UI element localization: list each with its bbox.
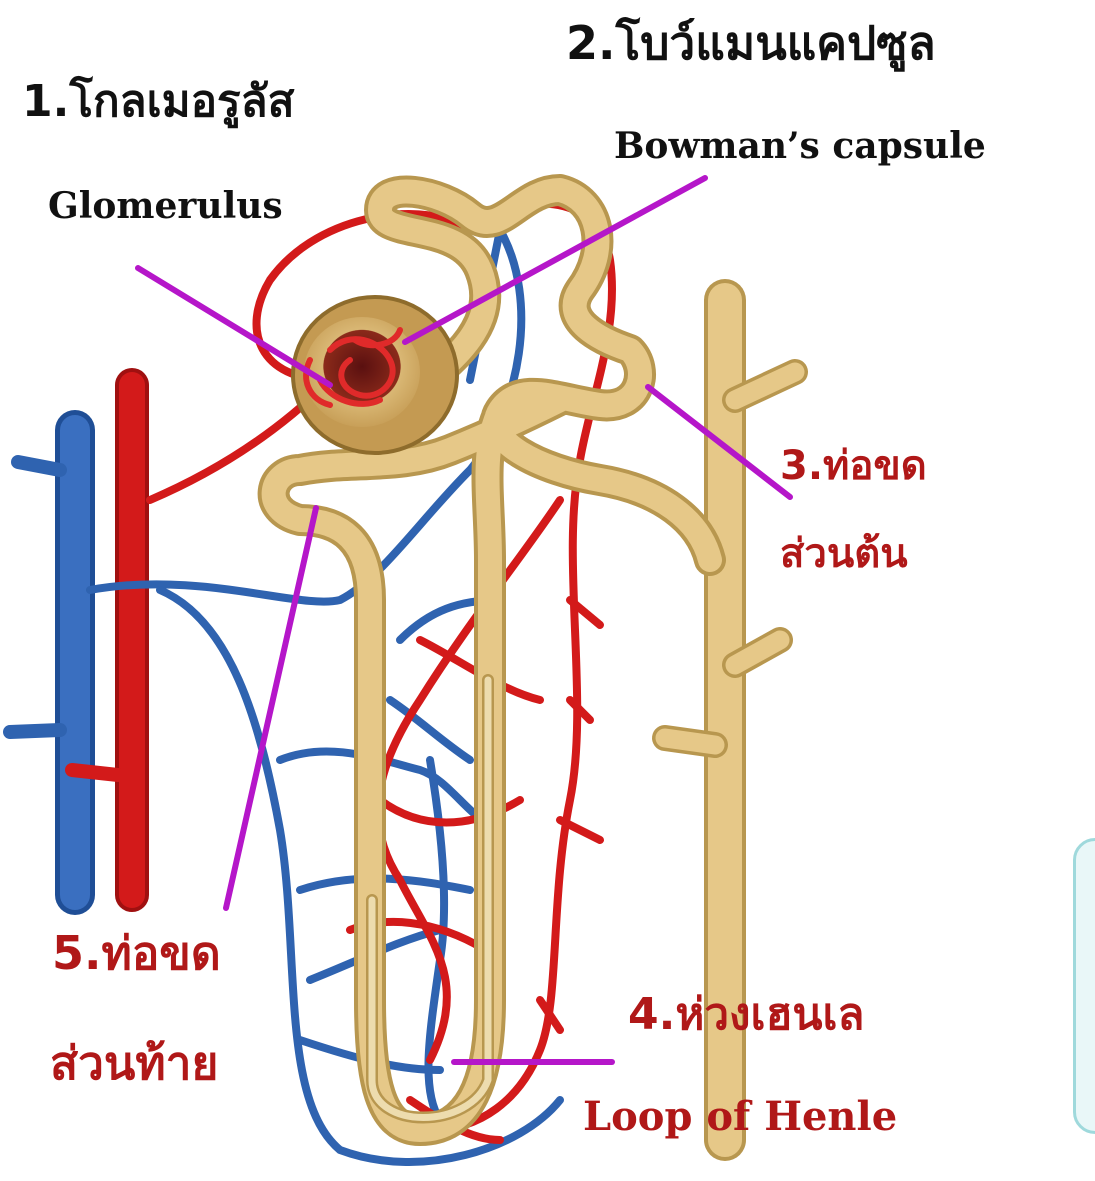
label-proximal-line2: ส่วนต้น bbox=[780, 534, 908, 574]
label-loop-english: Loop of Henle bbox=[583, 1097, 897, 1137]
label-distal-line2: ส่วนท้าย bbox=[50, 1040, 218, 1086]
label-glomerulus-thai: 1.โกลเมอรูลัส bbox=[22, 80, 295, 124]
label-glomerulus-english: Glomerulus bbox=[48, 188, 283, 224]
pointer-glomerulus bbox=[138, 268, 330, 385]
label-bowman-thai: 2.โบว์แมนแคปซูล bbox=[566, 20, 936, 66]
vein-trunk bbox=[10, 430, 75, 895]
side-panel bbox=[1073, 838, 1095, 1134]
label-loop-thai: 4.ห่วงเฮนเล bbox=[628, 993, 865, 1037]
pointer-distal bbox=[226, 508, 316, 908]
label-distal-line1: 5.ท่อขด bbox=[52, 930, 221, 976]
label-bowman-english: Bowman’s capsule bbox=[614, 128, 986, 164]
pointer-lines bbox=[138, 178, 790, 1062]
label-proximal-line1: 3.ท่อขด bbox=[780, 446, 927, 486]
